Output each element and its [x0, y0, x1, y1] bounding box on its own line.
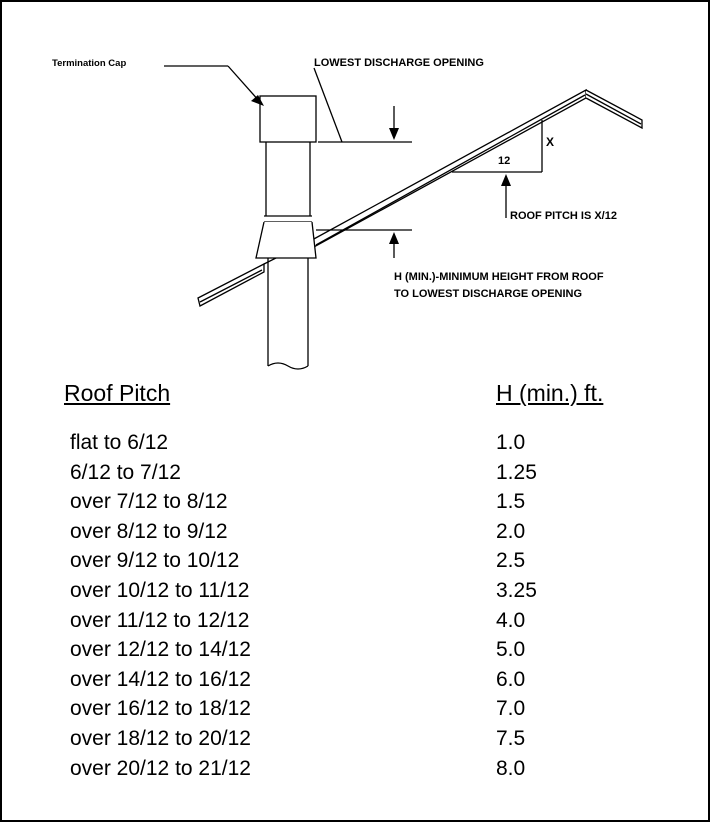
h-min-cell: 4.0 — [496, 608, 526, 632]
h-min-cell: 3.25 — [496, 578, 537, 602]
roof-pitch-cell: over 8/12 to 9/12 — [70, 519, 228, 543]
h-min-cell: 1.0 — [496, 431, 526, 454]
table-rows: flat to 6/12 1.0 6/12 to 7/12 1.25 over … — [2, 428, 708, 783]
lowest-discharge-leader — [313, 67, 412, 143]
table-row: over 9/12 to 10/12 2.5 — [2, 546, 708, 576]
roof-pitch-cell: over 12/12 to 14/12 — [70, 638, 251, 662]
table-row: over 20/12 to 21/12 8.0 — [2, 754, 708, 784]
lowest-discharge-label: LOWEST DISCHARGE OPENING — [314, 57, 484, 69]
h-min-cell: 7.0 — [496, 697, 526, 721]
h-min-label-line2: TO LOWEST DISCHARGE OPENING — [394, 288, 582, 300]
roof-pitch-cell: over 16/12 to 18/12 — [70, 697, 251, 721]
h-min-cell: 8.0 — [496, 756, 526, 780]
table-row: over 16/12 to 18/12 7.0 — [2, 694, 708, 724]
h-min-cell: 1.25 — [496, 460, 537, 484]
h-min-cell: 1.5 — [496, 490, 526, 514]
roof-pitch-cell: over 14/12 to 16/12 — [70, 667, 251, 691]
roof-pitch-label: ROOF PITCH IS X/12 — [510, 210, 617, 222]
termination-cap — [259, 95, 317, 143]
table-row: over 12/12 to 14/12 5.0 — [2, 635, 708, 665]
table-row: over 18/12 to 20/12 7.5 — [2, 724, 708, 754]
h-min-cell: 5.0 — [496, 638, 526, 662]
h-min-label-line1: H (MIN.)-MINIMUM HEIGHT FROM ROOF — [394, 271, 604, 283]
header-h-min: H (min.) ft. — [496, 380, 604, 406]
termination-cap-leader — [164, 65, 261, 103]
roof-pitch-cell: over 10/12 to 11/12 — [70, 578, 250, 602]
pitch-height-table: Roof Pitch H (min.) ft. flat to 6/12 1.0… — [2, 374, 708, 820]
pitch-triangle — [452, 120, 543, 173]
roof-pitch-cell: over 7/12 to 8/12 — [70, 490, 228, 514]
roof-termination-diagram: Termination Cap LOWEST DISCHARGE OPENING… — [52, 57, 643, 370]
table-row: over 8/12 to 9/12 2.0 — [2, 517, 708, 547]
table-row: over 11/12 to 12/12 4.0 — [2, 606, 708, 636]
table-row: over 10/12 to 11/12 3.25 — [2, 576, 708, 606]
table-row: over 7/12 to 8/12 1.5 — [2, 487, 708, 517]
table-row: over 14/12 to 16/12 6.0 — [2, 665, 708, 695]
roof-pitch-cell: flat to 6/12 — [70, 431, 169, 454]
h-min-cell: 2.0 — [496, 519, 526, 543]
roof-pitch-cell: 6/12 to 7/12 — [70, 460, 181, 484]
roof-slab — [197, 88, 643, 307]
table-row: flat to 6/12 1.0 — [2, 428, 708, 458]
termination-cap-label: Termination Cap — [52, 58, 126, 69]
rise-x-label: X — [546, 135, 554, 149]
h-min-cell: 7.5 — [496, 726, 526, 750]
roof-pitch-cell: over 11/12 to 12/12 — [70, 608, 250, 632]
header-roof-pitch: Roof Pitch — [64, 380, 171, 406]
roof-pitch-cell: over 20/12 to 21/12 — [70, 756, 251, 780]
h-min-cell: 2.5 — [496, 549, 526, 573]
roof-pitch-cell: over 18/12 to 20/12 — [70, 726, 251, 750]
table-row: 6/12 to 7/12 1.25 — [2, 458, 708, 488]
roof-pitch-cell: over 9/12 to 10/12 — [70, 549, 240, 573]
run-12-label: 12 — [498, 155, 510, 167]
vent-pipe — [255, 142, 317, 370]
h-min-cell: 6.0 — [496, 667, 526, 691]
